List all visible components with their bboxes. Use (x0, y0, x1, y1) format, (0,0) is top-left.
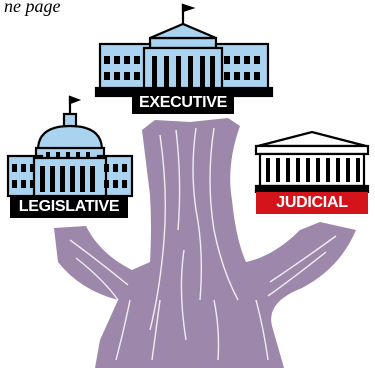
courthouse-icon (254, 130, 370, 194)
top-text: ne page (4, 0, 61, 16)
tree-trunk-icon (54, 118, 356, 368)
capitol-icon (6, 95, 134, 198)
legislative-label: LEGISLATIVE (10, 196, 128, 218)
white-house-icon (94, 3, 274, 98)
executive-label: EXECUTIVE (132, 92, 234, 114)
judicial-label: JUDICIAL (256, 192, 368, 214)
